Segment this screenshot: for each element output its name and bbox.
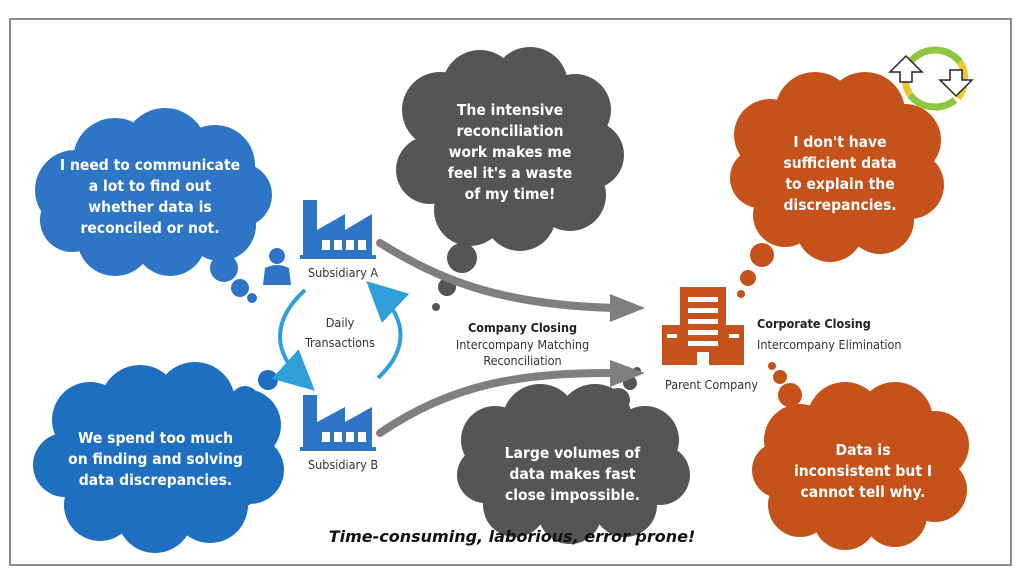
cloud-top-left xyxy=(35,108,272,303)
subsidiary-a-label: Subsidiary A xyxy=(308,265,379,280)
cloud-top-right xyxy=(730,72,944,298)
bubble-text-top-left: I need to communicate a lot to find out … xyxy=(59,156,241,237)
flow-arrowheads xyxy=(610,294,645,387)
parent-company-label: Parent Company xyxy=(665,377,758,392)
cycle-arrows xyxy=(271,281,410,391)
cloud-bottom-center xyxy=(457,367,690,544)
bubble-text-bottom-right: Data is inconsistent but I cannot tell w… xyxy=(793,441,933,501)
bubble-text-top-center: The intensive reconciliation work makes … xyxy=(447,101,573,203)
company-closing-subtitle: Intercompany Matching Reconciliation xyxy=(455,337,590,368)
company-closing-title: Company Closing xyxy=(467,320,578,335)
factory-icon-a xyxy=(300,200,376,259)
refresh-arrows-icon xyxy=(888,54,974,98)
bubble-text-top-right: I don't have sufficient data to explain … xyxy=(783,133,897,214)
cloud-top-center xyxy=(396,47,624,311)
corporate-closing-title: Corporate Closing xyxy=(757,316,871,331)
subsidiary-b-label: Subsidiary B xyxy=(308,457,379,472)
tagline: Time-consuming, laborious, error prone! xyxy=(328,527,696,546)
corporate-closing-subtitle: Intercompany Elimination xyxy=(757,337,902,352)
cycle-label-line2: Transactions xyxy=(304,335,375,350)
building-icon xyxy=(662,287,744,365)
factory-icon-b xyxy=(300,395,376,451)
person-icon xyxy=(263,248,291,285)
flow-arrows xyxy=(376,239,619,437)
bubble-text-bottom-left: We spend too much on finding and solving… xyxy=(68,429,243,489)
cloud-bottom-left xyxy=(33,362,293,553)
bubble-text-bottom-center: Large volumes of data makes fast close i… xyxy=(504,444,641,504)
cycle-label-line1: Daily xyxy=(325,315,355,330)
cloud-bottom-right xyxy=(752,362,969,550)
